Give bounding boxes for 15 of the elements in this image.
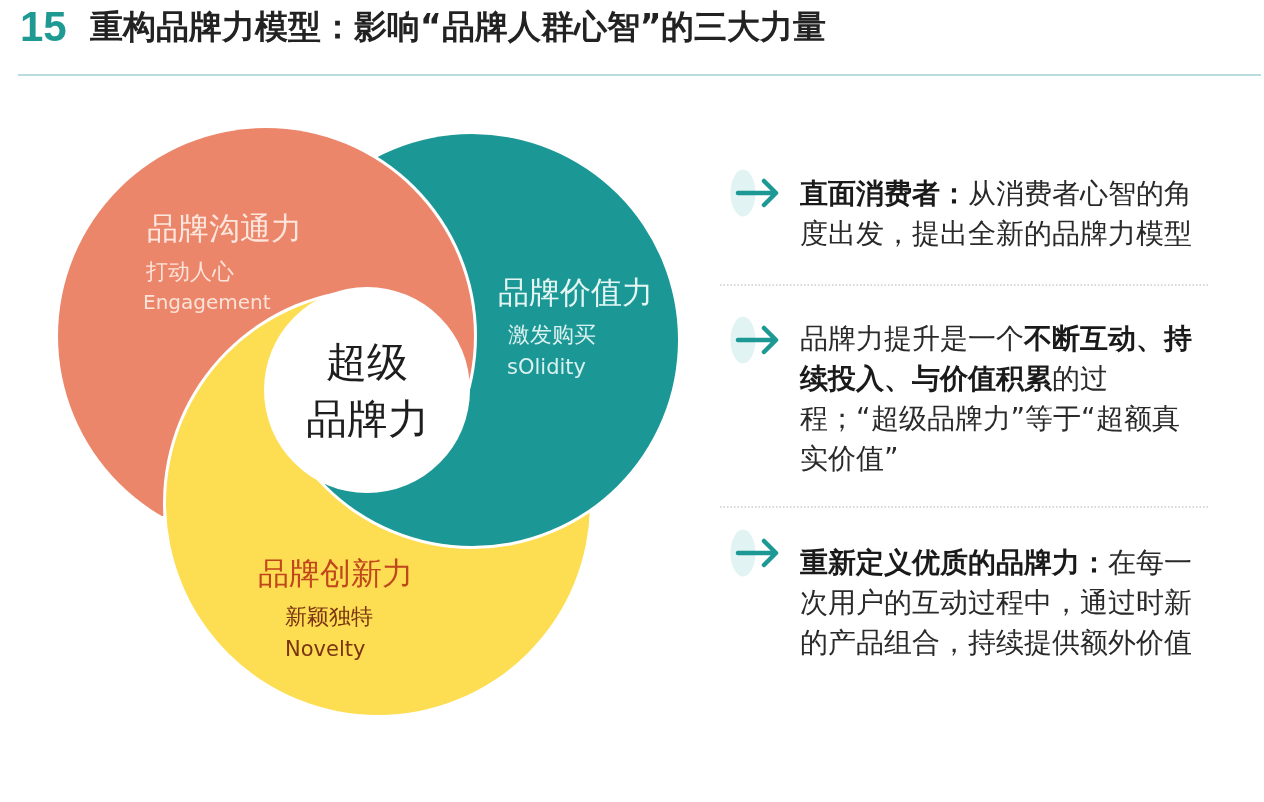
- segment-tagline: 打动人心: [146, 259, 234, 285]
- center-title: 超级品牌力: [305, 337, 429, 445]
- description-text: 品牌力提升是一个不断互动、持续投入、与价值积累的过程；“超级品牌力”等于“超额真实价值”: [800, 321, 1193, 477]
- segment-keyword: sOlidity: [507, 355, 586, 380]
- page-title: 重构品牌力模型：影响“品牌人群心智”的三大力量: [90, 7, 827, 47]
- segment-title: 品牌创新力: [258, 556, 413, 592]
- segment-tagline: 激发购买: [508, 322, 596, 348]
- description-text: 直面消费者：从消费者心智的角度出发，提出全新的品牌力模型: [800, 176, 1193, 252]
- description-text: 重新定义优质的品牌力：在每一次用户的互动过程中，通过时新的产品组合，持续提供额外价值: [800, 545, 1193, 661]
- segment-keyword: Engagement: [143, 291, 271, 314]
- section-number: 15: [20, 3, 67, 52]
- segment-keyword: Novelty: [285, 637, 366, 662]
- segment-title: 品牌沟通力: [147, 211, 302, 247]
- segment-title: 品牌价值力: [498, 275, 653, 311]
- segment-tagline: 新颖独特: [285, 604, 373, 630]
